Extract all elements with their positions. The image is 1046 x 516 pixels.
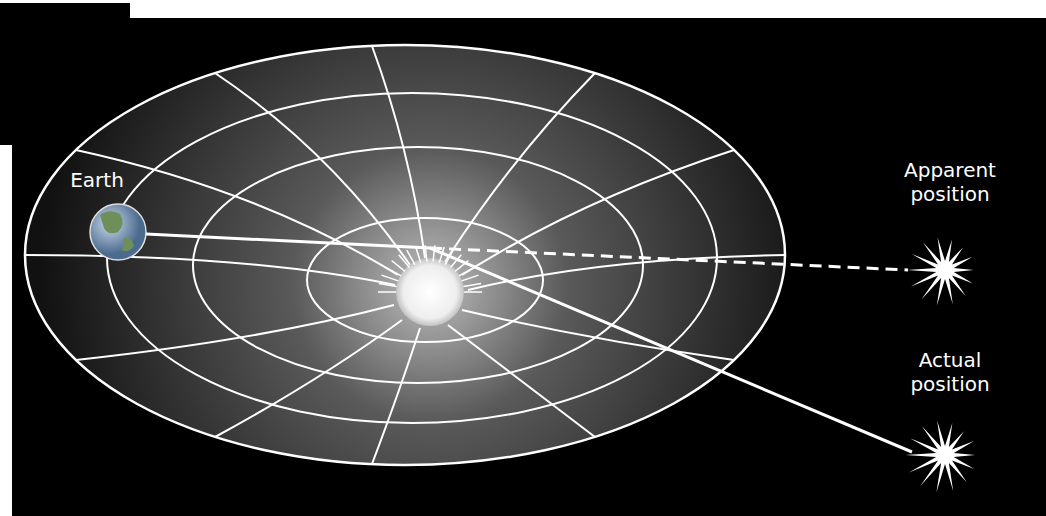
actual-position-label: Actual position	[885, 348, 1015, 396]
apparent-position-label: Apparent position	[885, 158, 1015, 206]
sun-ray	[378, 291, 396, 293]
sun-ray	[386, 267, 401, 276]
sun-ray	[392, 261, 405, 272]
sun-ray	[407, 250, 415, 265]
sun-ray	[382, 275, 399, 281]
sun-ray	[399, 255, 410, 268]
sun-rays	[378, 245, 482, 292]
actual-star	[905, 421, 975, 493]
earth-label: Earth	[57, 168, 137, 192]
sun-ray	[464, 291, 482, 293]
sun-ray	[462, 275, 479, 281]
sun-ray	[463, 283, 481, 286]
sun-ray	[379, 283, 397, 286]
sun-ray	[416, 247, 421, 263]
sun-ray	[459, 267, 474, 276]
apparent-star	[907, 237, 973, 305]
